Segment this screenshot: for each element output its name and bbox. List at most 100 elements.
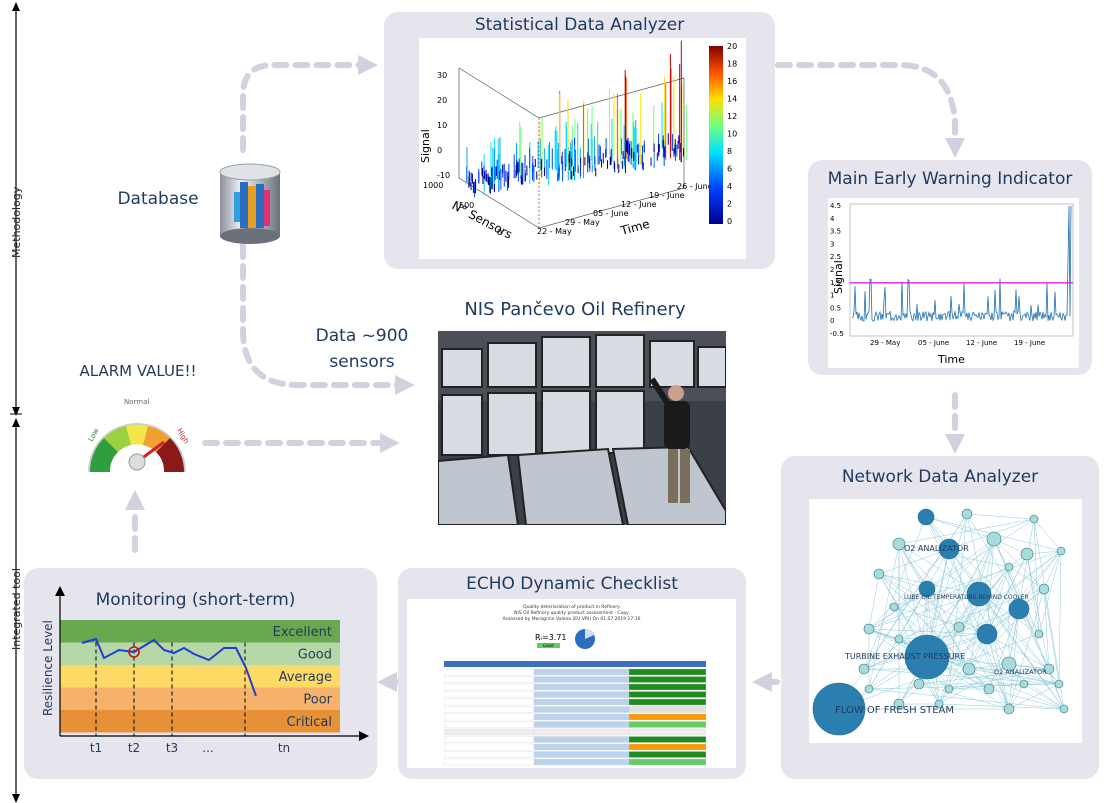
net-edge [1026, 553, 1050, 670]
net-edge [863, 516, 927, 670]
ew-y-tick: 4 [830, 215, 835, 223]
data-sensors-line1: Data ~900 [315, 326, 409, 346]
net-edge [868, 593, 980, 630]
net-edge [926, 656, 1060, 685]
stat-z-tick: -10 [437, 171, 450, 180]
net-node [1003, 703, 1015, 715]
alarm-gauge: Low Normal High [82, 390, 192, 476]
stat-colorbar-tick: 8 [727, 147, 732, 156]
checklist-cell [628, 713, 706, 721]
ew-y-tick: 0 [830, 317, 834, 325]
checklist-cell [533, 676, 630, 683]
net-edge [966, 513, 1035, 520]
checklist-cell [444, 758, 535, 766]
ew-x-tick: 29 - May [870, 339, 900, 347]
checklist-cell [533, 706, 630, 713]
ew-y-tick: 3.5 [830, 228, 841, 236]
net-node [1034, 629, 1044, 639]
stat-colorbar-tick: 6 [727, 165, 732, 174]
checklist-cell [628, 683, 706, 691]
stat-colorbar-tick: 14 [727, 95, 737, 104]
net-node [962, 662, 976, 676]
net-edge [978, 593, 1065, 710]
data-sensors-label: Data ~900 sensors [310, 323, 414, 375]
checklist-title: ECHO Dynamic Checklist [466, 574, 678, 594]
database-label: Database [117, 189, 199, 209]
checklist-cell [533, 668, 630, 676]
stat-colorbar-tick: 12 [727, 112, 737, 121]
net-edge [898, 543, 928, 590]
net-node [976, 623, 998, 645]
net-edge [926, 588, 970, 670]
net-edge [868, 518, 1035, 630]
net-edge [948, 548, 1060, 685]
net-edge [926, 513, 968, 658]
checklist-table-header [444, 661, 706, 667]
net-edge [1023, 683, 1065, 710]
checklist-cell [628, 706, 706, 713]
net-edge [966, 513, 1010, 710]
checklist-cell [444, 736, 535, 743]
checklist-cell [533, 736, 630, 743]
checklist-cell [444, 698, 535, 706]
net-edge [1048, 668, 1065, 710]
checklist-cell [533, 758, 630, 766]
net-edge [898, 543, 970, 670]
ew-y-tick: 4.5 [830, 202, 841, 210]
net-edge [1058, 550, 1062, 685]
net-edge [918, 668, 1050, 685]
level-band [60, 710, 340, 733]
net-edge [868, 688, 1065, 710]
net-node [1059, 704, 1069, 714]
net-edge [986, 550, 1062, 635]
net-edge [968, 553, 1028, 670]
net-edge [1043, 588, 1060, 685]
ew-y-tick: 0.5 [830, 304, 841, 312]
checklist-cell [628, 758, 706, 766]
checklist-cell [533, 713, 630, 721]
time-tick: t3 [166, 741, 178, 755]
checklist-doc: Quality deterioration of product in Refi… [407, 599, 736, 768]
ew-y-tick: 1 [830, 292, 834, 300]
net-edge [986, 566, 1010, 635]
ew-y-tick: 2 [830, 266, 834, 274]
statistical-title: Statistical Data Analyzer [474, 15, 685, 35]
net-edge [1033, 518, 1062, 552]
stat-colorbar-tick: 0 [727, 217, 732, 226]
net-node [858, 663, 870, 675]
time-tick: tn [278, 741, 290, 755]
stat-y-tick: 1000 [423, 181, 443, 190]
database-icon [210, 162, 290, 246]
refinery-photo [438, 331, 726, 525]
net-node [1004, 562, 1014, 572]
checklist-cell [444, 728, 535, 736]
monitoring-title: Monitoring (short-term) [95, 590, 296, 610]
net-node [944, 684, 954, 694]
net-node [863, 623, 875, 635]
time-tick: t2 [128, 741, 140, 755]
checklist-cell [444, 706, 535, 713]
net-node [934, 699, 944, 709]
net-node [983, 683, 995, 695]
net-node [873, 568, 885, 580]
gauge-label-normal: Normal [124, 398, 149, 406]
net-edge [898, 588, 1045, 640]
checklist-cell [444, 676, 535, 683]
net-node [1029, 514, 1039, 524]
net-edge [863, 553, 1028, 670]
checklist-head2: NIS Oil Refinery quality product assessm… [514, 611, 629, 616]
stat-x-tick: 22 - May [537, 227, 572, 236]
net-node [1038, 583, 1050, 595]
net-edge [938, 566, 1010, 705]
net-node [812, 682, 866, 736]
net-edge [898, 538, 995, 705]
net-node [864, 684, 874, 694]
net-edge [868, 588, 928, 630]
ew-x-tick: 19 - June [1014, 339, 1045, 347]
monitoring-y-label: Resilience Level [41, 620, 55, 716]
net-node [1056, 546, 1066, 556]
stat-x-tick: 19 - June [649, 191, 685, 200]
